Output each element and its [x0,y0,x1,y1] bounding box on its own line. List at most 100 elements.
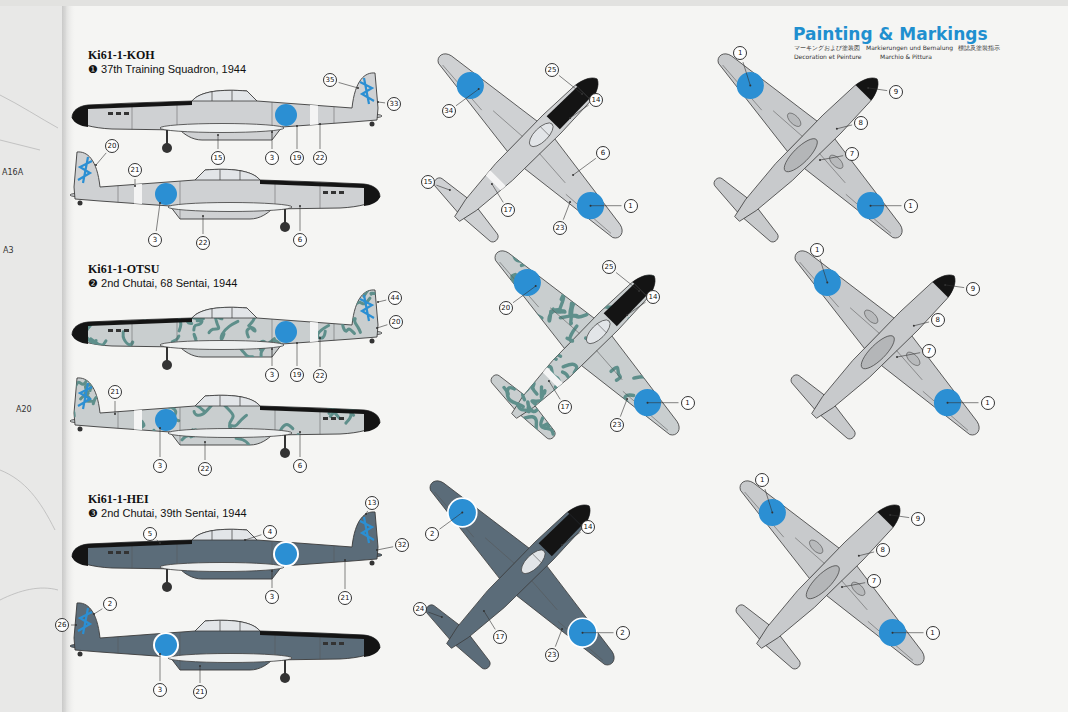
exhaust [108,112,113,115]
camouflage-squiggle [448,266,477,295]
exhaust [323,642,328,645]
spinner [72,105,88,127]
leader-dot [867,87,869,89]
main-wheel [280,222,290,232]
leader-line [648,402,679,403]
camouflage-squiggle [339,379,352,387]
camouflage-squiggle [460,350,470,360]
leader-lines [71,62,979,683]
leader-dot [159,653,161,655]
leader-dot [626,314,628,316]
exhaust [331,191,336,194]
callout-number: 6 [293,233,307,247]
roundel [508,263,546,301]
leader-dot [892,632,894,634]
panel-lines [118,618,320,678]
fuselage-band [310,88,318,148]
camouflage-squiggle [594,396,602,404]
camouflage-squiggle [456,340,470,354]
callout-number: 25 [602,260,616,274]
leader-dot [841,586,843,588]
panel-line [177,527,178,587]
leader-line [893,632,924,633]
canopy-frame [232,530,233,540]
leader-line [339,82,358,88]
exhaust [339,417,344,420]
callout-number: 23 [545,648,559,662]
panel-line [840,580,869,609]
faint-outline [0,470,55,530]
canopy-frame [532,553,542,563]
callout-number: 1 [681,396,695,410]
panel-line [118,393,119,453]
panel-lines [409,61,615,267]
leader-dot [836,128,838,130]
camouflage-squiggle [473,310,493,330]
anti-glare-panel [260,406,364,414]
leader-line [320,124,321,149]
canopy-frame [232,91,233,101]
callout-number: 22 [196,236,210,250]
leader-dot [569,117,571,119]
leader-line [94,609,102,614]
camouflage-squiggle [340,397,362,405]
callout-number: 9 [911,512,925,526]
camouflage-squiggle [248,374,257,380]
camouflage-squiggle [507,243,529,265]
canopy [192,529,257,540]
exhaust [108,329,113,332]
camouflage-squiggle [567,248,590,271]
roundel [731,66,769,104]
camouflage-squiggle [520,223,530,233]
camouflage-squiggle [565,236,591,262]
camouflage-squiggle [376,395,401,401]
leader-dot [95,164,97,166]
camouflage-squiggle [476,336,493,353]
side-view [70,603,380,683]
panel-line [118,167,119,227]
spinner [72,544,88,566]
camouflage-squiggle [342,398,354,407]
airframe [426,40,538,152]
camouflage-squiggle [183,305,206,310]
leader-line [71,625,76,626]
radiator-scoop [857,331,899,373]
panel-line [895,350,924,379]
leader-line [272,571,273,588]
leader-dot [271,131,273,133]
part-number: A3 [3,246,14,255]
leader-dot [561,544,563,546]
leader-dot [478,88,480,90]
wing-root [160,563,284,572]
leader-line [620,399,627,417]
camouflage-squiggle [105,399,119,407]
leader-line [559,76,582,94]
panel-line [132,527,133,587]
camouflage-squiggle [325,314,329,315]
fuselage-band [484,168,508,192]
airframe [418,467,530,579]
camouflage-squiggle [89,441,108,452]
main-wheel [280,448,290,458]
leader-dot [202,215,204,217]
callout-number: 21 [193,685,207,699]
camouflage-squiggle [79,298,94,308]
camouflage-squiggle [562,371,581,390]
leader-dot [299,205,301,207]
callout-number: 20 [499,301,513,315]
callout-number: 9 [966,282,980,296]
leader-dot [244,539,246,541]
camouflage-squiggle [536,448,556,468]
camouflage-squiggle [328,349,334,353]
airframe [783,237,895,349]
leader-line [203,216,204,234]
callout-number: 19 [290,368,304,382]
spinner [72,322,88,344]
camouflage-squiggle [543,401,559,417]
callout-number: 1 [926,626,940,640]
callout-number: 14 [646,290,660,304]
panel-line [132,305,133,365]
leader-dot [204,441,206,443]
camouflage-squiggle [628,414,647,433]
